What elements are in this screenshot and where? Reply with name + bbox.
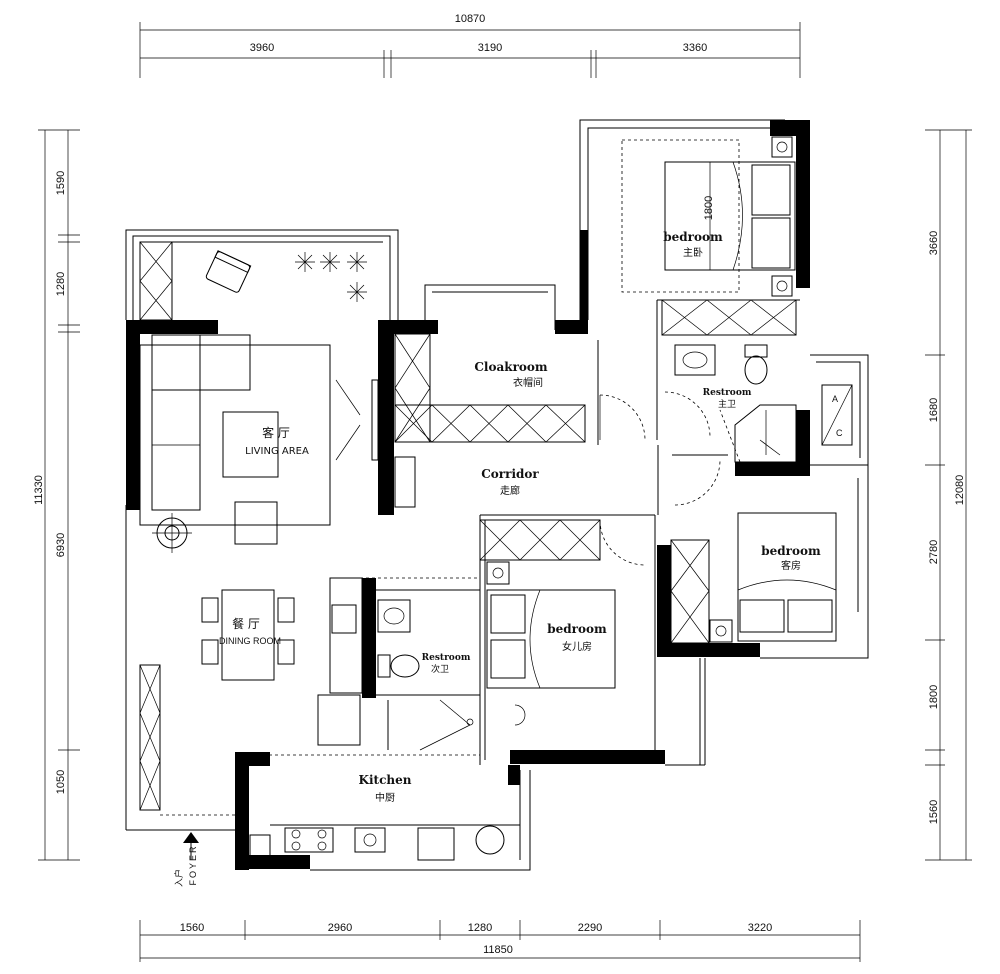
dim-right-total: 12080 — [954, 475, 966, 506]
ac-label-a: A — [832, 394, 838, 404]
dim-left-4: 1050 — [55, 770, 67, 794]
ac-unit: A C — [821, 384, 853, 446]
doors — [599, 391, 721, 566]
dim-right-3: 2780 — [928, 540, 940, 564]
guest-bedroom-label-en: bedroom — [761, 544, 821, 558]
master-bedroom-furniture — [621, 136, 796, 297]
dim-left-1: 1590 — [55, 171, 67, 195]
entrance-en: FOYER — [188, 844, 198, 885]
master-restroom-label-cn: 主卫 — [718, 398, 736, 409]
dining-label-cn: 餐 厅 — [232, 616, 260, 631]
second-restroom-label-cn: 次卫 — [431, 663, 449, 674]
master-restroom-fixtures — [674, 344, 797, 463]
master-bed-size: 1800 — [703, 196, 715, 220]
entrance-marker: 入户 FOYER — [173, 832, 199, 887]
second-restroom-fixtures — [331, 599, 474, 751]
dim-left-3: 6930 — [55, 533, 67, 557]
dim-left-2: 1280 — [55, 272, 67, 296]
dim-bottom-3: 1280 — [468, 922, 492, 934]
living-furniture — [139, 250, 416, 553]
dim-right-2: 1680 — [928, 398, 940, 422]
dim-top-1: 3960 — [250, 42, 274, 54]
corridor-label-en: Corridor — [481, 467, 539, 481]
guest-bedroom-label-cn: 客房 — [781, 559, 801, 572]
dim-top-3: 3360 — [683, 42, 707, 54]
ac-label-c: C — [836, 428, 843, 438]
structural-walls — [126, 120, 810, 870]
living-label-cn: 客 厅 — [262, 425, 290, 440]
cloakroom-label-cn: 衣帽间 — [513, 376, 543, 389]
dim-right-1: 3660 — [928, 231, 940, 255]
second-restroom-label-en: Restroom — [422, 653, 471, 663]
dimension-bottom: 1560 2960 1280 2290 3220 11850 — [139, 920, 861, 962]
dim-bottom-5: 3220 — [748, 922, 772, 934]
dim-bottom-2: 2960 — [328, 922, 352, 934]
dim-left-total: 11330 — [33, 475, 45, 505]
dim-right-4: 1800 — [928, 685, 940, 709]
master-bedroom-label-cn: 主卧 — [683, 246, 703, 259]
room-labels: 客 厅 LIVING AREA 餐 厅 DINING ROOM Cloakroo… — [219, 196, 821, 804]
master-bedroom-label-en: bedroom — [663, 230, 723, 244]
dim-right-5: 1560 — [928, 800, 940, 824]
master-restroom-label-en: Restroom — [703, 388, 752, 398]
cloakroom-label-en: Cloakroom — [474, 360, 548, 374]
entrance-cn: 入户 — [173, 869, 184, 887]
kitchen-label-en: Kitchen — [359, 773, 412, 787]
corridor-label-cn: 走廊 — [500, 484, 520, 497]
dining-furniture — [201, 589, 295, 681]
dim-top-2: 3190 — [478, 42, 502, 54]
daughter-bedroom-furniture — [486, 561, 616, 726]
dimension-left: 1590 1280 6930 1050 11330 — [33, 129, 80, 861]
dim-top-total: 10870 — [455, 13, 486, 25]
kitchen-label-cn: 中厨 — [375, 791, 395, 804]
kitchen-fixtures — [249, 694, 505, 861]
dim-bottom-4: 2290 — [578, 922, 602, 934]
dimension-top: 10870 3960 3190 3360 — [139, 13, 801, 78]
dim-bottom-1: 1560 — [180, 922, 204, 934]
guest-bedroom-furniture — [709, 512, 837, 643]
daughter-bedroom-label-cn: 女儿房 — [562, 640, 592, 653]
dining-label-en: DINING ROOM — [219, 636, 281, 646]
living-label-en: LIVING AREA — [245, 446, 309, 457]
daughter-bedroom-label-en: bedroom — [547, 622, 607, 636]
cabinets — [139, 241, 797, 811]
dimension-right: 3660 1680 2780 1800 1560 12080 — [925, 129, 972, 861]
dim-bottom-total: 11850 — [483, 944, 513, 956]
